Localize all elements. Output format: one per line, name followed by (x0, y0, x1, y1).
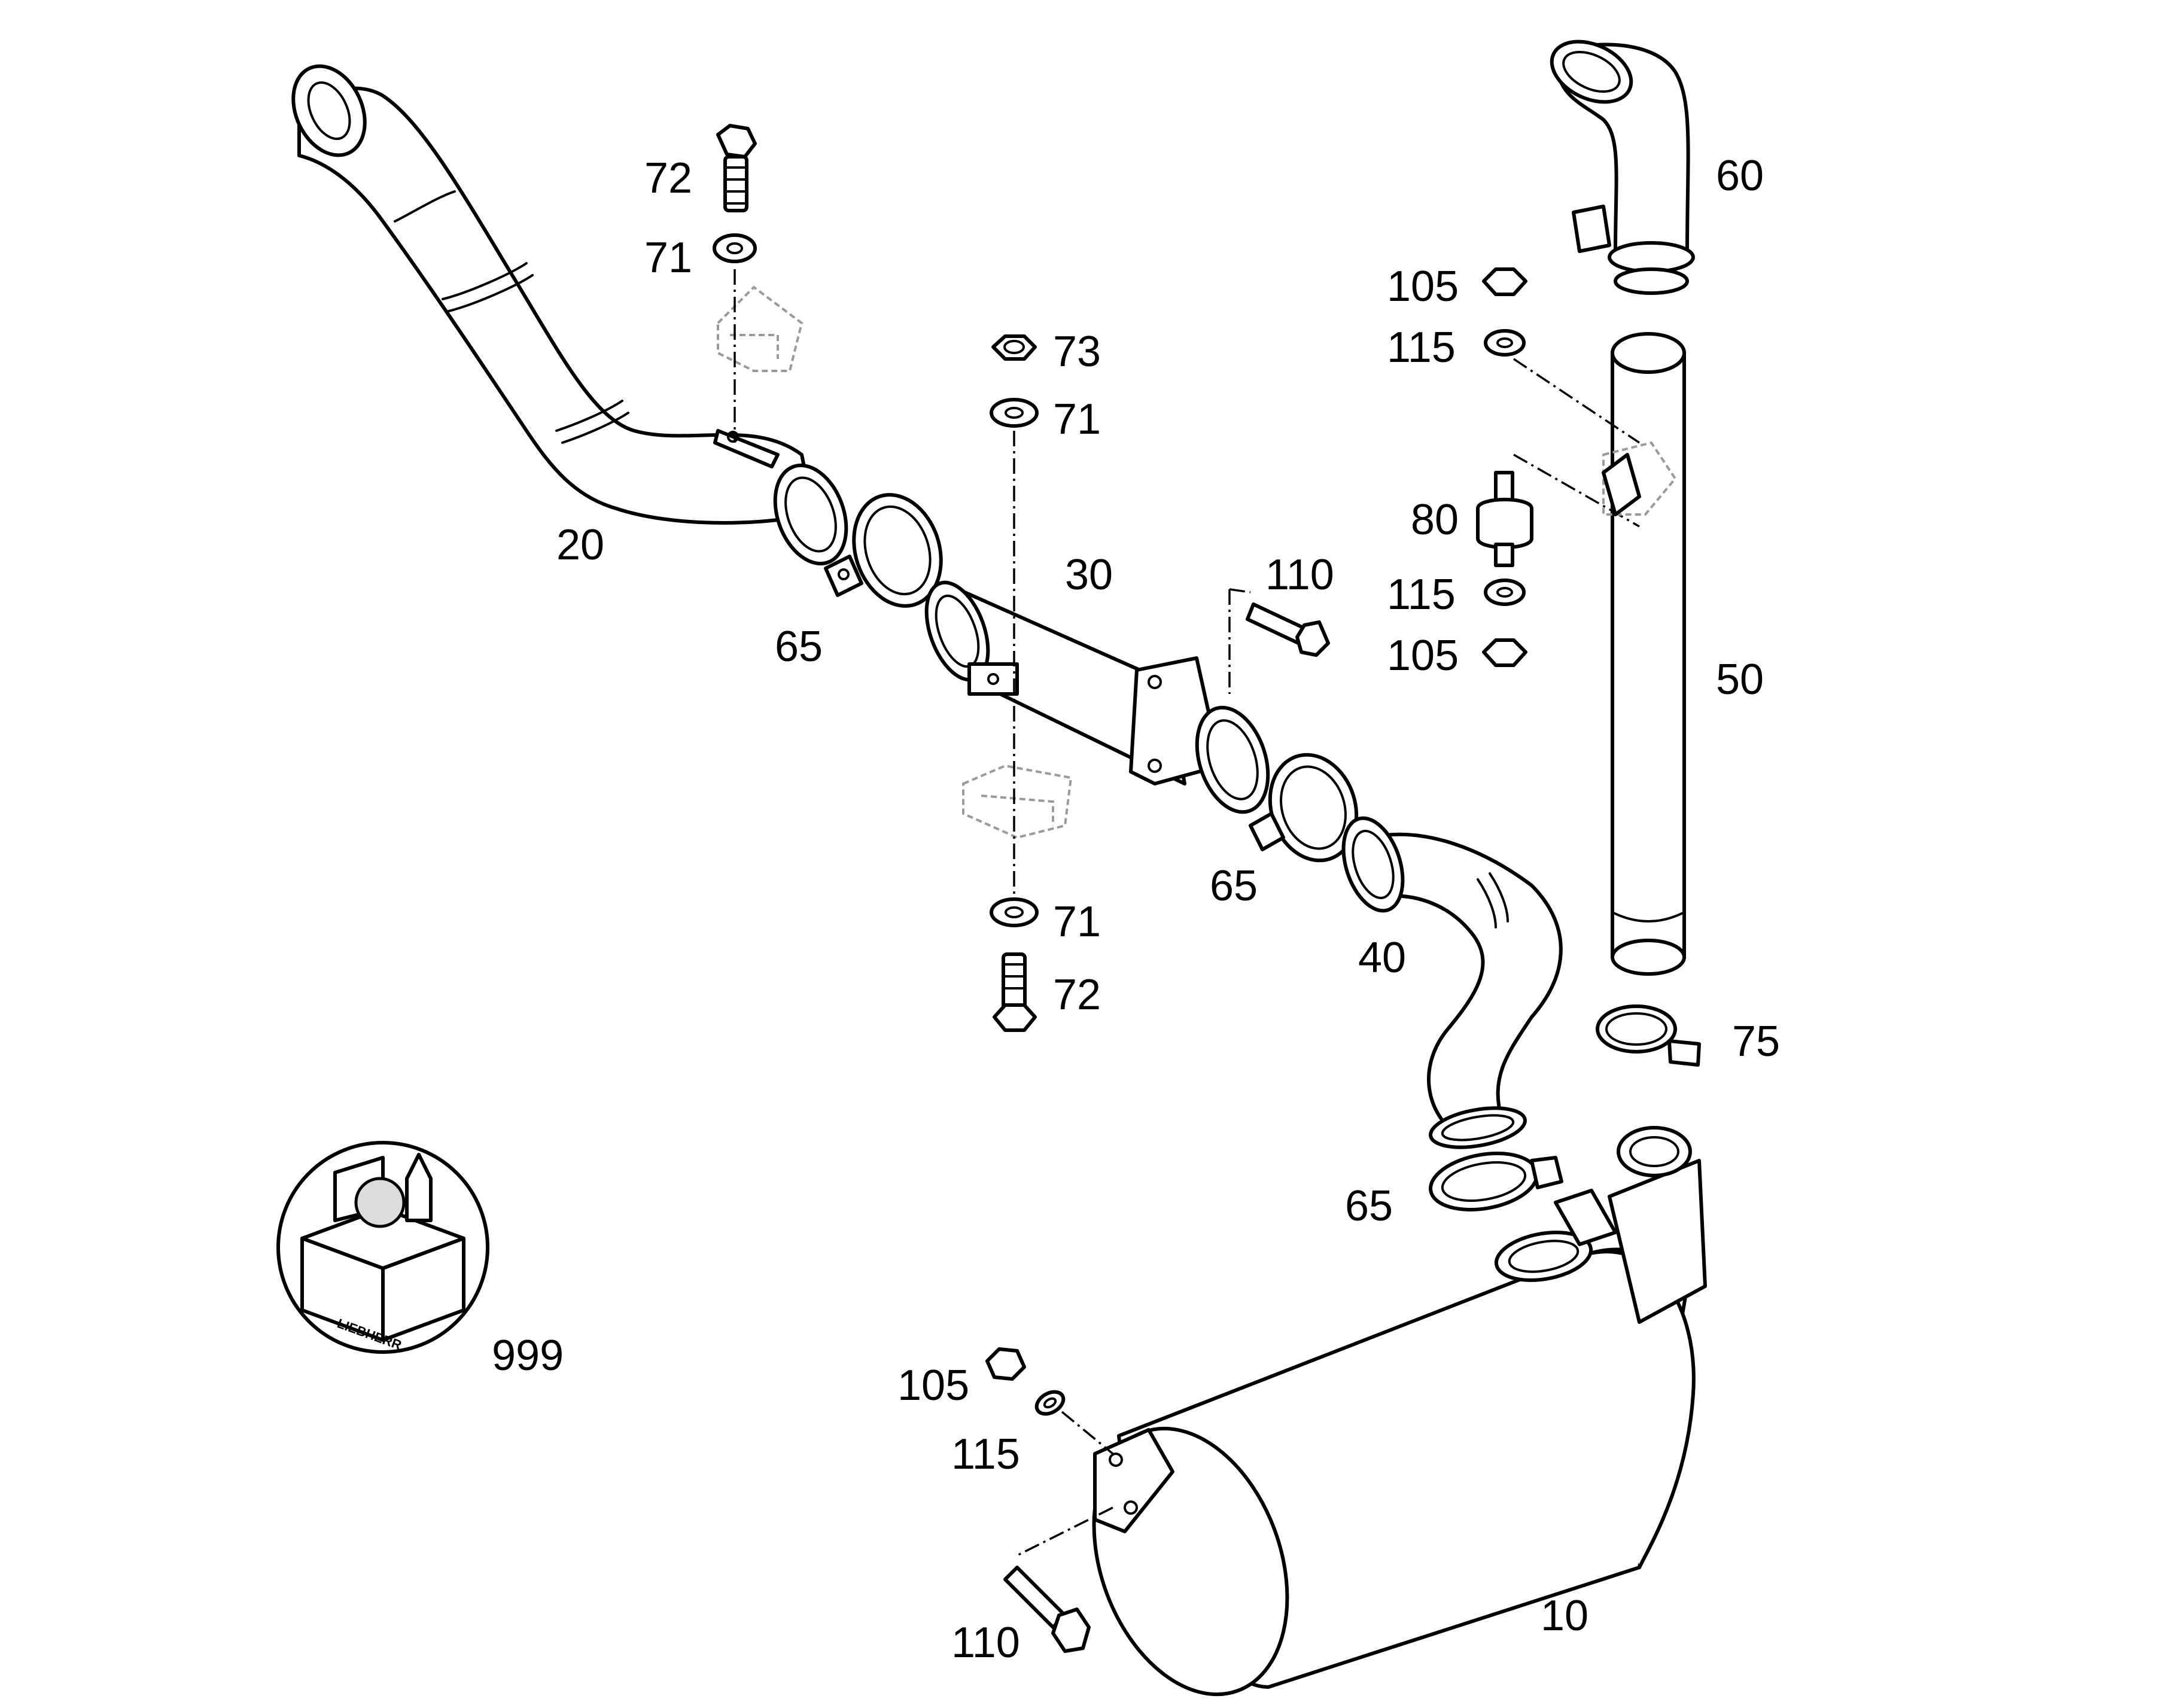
clamp-75 (1596, 1004, 1701, 1067)
label-999: 999 (492, 1332, 564, 1380)
label-60: 60 (1716, 152, 1764, 200)
label-80: 80 (1411, 496, 1459, 544)
label-105-upper: 105 (1387, 263, 1459, 310)
clamp-65-first (824, 493, 943, 608)
clamp-65-third (1429, 1152, 1563, 1211)
bolt-72-lower (993, 952, 1037, 1032)
label-115-upper: 115 (1387, 324, 1456, 372)
label-115-lower: 115 (951, 1430, 1020, 1478)
label-72-upper: 72 (644, 154, 692, 202)
bracket-outline-upper (717, 285, 804, 372)
bracket-outline-middle (962, 764, 1073, 839)
label-10: 10 (1541, 1592, 1588, 1640)
bolt-72-upper (716, 124, 757, 212)
centerline-silencer-bracket (1017, 1411, 1114, 1557)
label-115-middle: 115 (1387, 571, 1456, 619)
label-105-middle: 105 (1387, 632, 1459, 680)
label-71-middle-top: 71 (1053, 395, 1101, 443)
washer-115-upper (1484, 329, 1526, 357)
tail-pipe-50 (1611, 332, 1686, 976)
label-30: 30 (1065, 551, 1113, 599)
nut-105-lower (985, 1347, 1026, 1381)
label-65-second: 65 (1210, 862, 1258, 910)
label-110-lower: 110 (951, 1619, 1020, 1667)
pipe-40 (1341, 816, 1563, 1149)
tail-pipe-60 (1550, 39, 1695, 295)
label-50: 50 (1716, 656, 1764, 704)
washer-71-middle-bottom (990, 897, 1039, 927)
label-105-lower: 105 (897, 1362, 969, 1409)
bolt-110-upper (1228, 588, 1330, 694)
service-kit-999-icon: LIEBHERR (276, 1141, 489, 1354)
washer-115-lower (1034, 1390, 1066, 1416)
label-20: 20 (556, 521, 604, 569)
label-71-middle-bottom: 71 (1053, 898, 1101, 946)
pipe-30 (924, 580, 1270, 814)
nut-105-upper (1482, 267, 1527, 296)
label-71-upper: 71 (644, 234, 692, 282)
rubber-mount-80 (1476, 471, 1533, 567)
label-65-first: 65 (775, 623, 823, 671)
washer-71-middle-top (990, 398, 1039, 428)
label-72-lower: 72 (1053, 971, 1101, 1019)
label-40: 40 (1358, 934, 1406, 982)
label-75: 75 (1732, 1018, 1780, 1065)
exhaust-pipe-20 (291, 64, 848, 566)
washer-71-upper (713, 233, 757, 263)
label-73: 73 (1053, 328, 1101, 376)
bolt-110-lower (1003, 1566, 1091, 1653)
clamp-65-second (1249, 753, 1359, 863)
label-65-third: 65 (1345, 1182, 1393, 1230)
silencer-10 (1092, 1126, 1707, 1697)
bracket-outline-right (1602, 441, 1677, 516)
label-110-upper: 110 (1265, 551, 1334, 599)
nut-105-middle (1482, 638, 1527, 667)
washer-115-middle (1484, 579, 1526, 606)
nut-73 (991, 334, 1037, 361)
